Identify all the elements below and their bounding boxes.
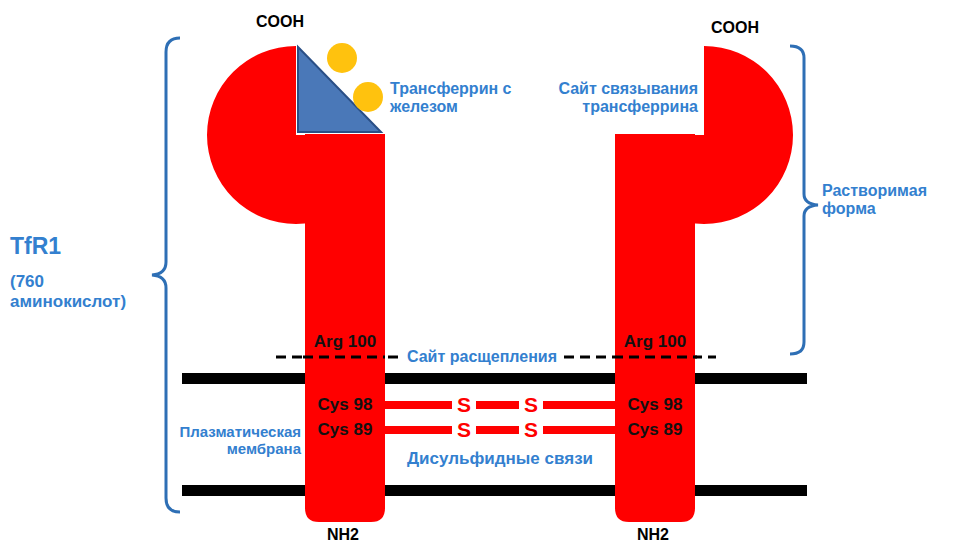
terminus-label: COOH xyxy=(711,19,759,37)
receptor-stem xyxy=(305,134,385,522)
annotation: Дисульфидные связи xyxy=(407,449,593,469)
receptor-stem xyxy=(615,134,695,522)
cleavage-line xyxy=(615,356,697,359)
membrane-line xyxy=(182,485,807,496)
annotation: Сайт расщепления xyxy=(402,348,562,366)
terminus-label: COOH xyxy=(256,13,304,31)
receptor-monomer: Arg 100Cys 98 Cys 89 xyxy=(615,44,795,524)
residue-label: Arg 100 xyxy=(615,332,695,352)
annotation: Растворимая форма xyxy=(822,182,954,219)
annotation: Сайт связывания трансферрина xyxy=(533,80,698,117)
bracket xyxy=(790,46,818,354)
sulfur-atom: S xyxy=(519,418,543,442)
iron-atom xyxy=(353,82,383,112)
residue-label: Cys 89 xyxy=(305,420,385,440)
cleavage-line xyxy=(303,356,385,359)
annotation: Трансферрин с железом xyxy=(390,80,525,117)
membrane-line xyxy=(182,373,807,384)
terminus-label: NH2 xyxy=(327,526,359,544)
disulfide-bond xyxy=(385,426,615,434)
residue-label: Cys 98 xyxy=(615,395,695,415)
residue-label: Arg 100 xyxy=(305,332,385,352)
annotation: (760 аминокислот) xyxy=(10,272,150,311)
terminus-label: NH2 xyxy=(637,526,669,544)
protein-name: TfR1 xyxy=(10,233,61,259)
residue-label: Cys 89 xyxy=(615,420,695,440)
sulfur-atom: S xyxy=(452,393,476,417)
bracket xyxy=(152,38,180,512)
receptor-shape xyxy=(615,44,795,524)
disulfide-bond xyxy=(385,401,615,409)
annotation: Плазматическая мембрана xyxy=(161,423,301,458)
residue-label: Cys 98 xyxy=(305,395,385,415)
sulfur-atom: S xyxy=(452,418,476,442)
iron-atom xyxy=(327,43,357,73)
sulfur-atom: S xyxy=(519,393,543,417)
